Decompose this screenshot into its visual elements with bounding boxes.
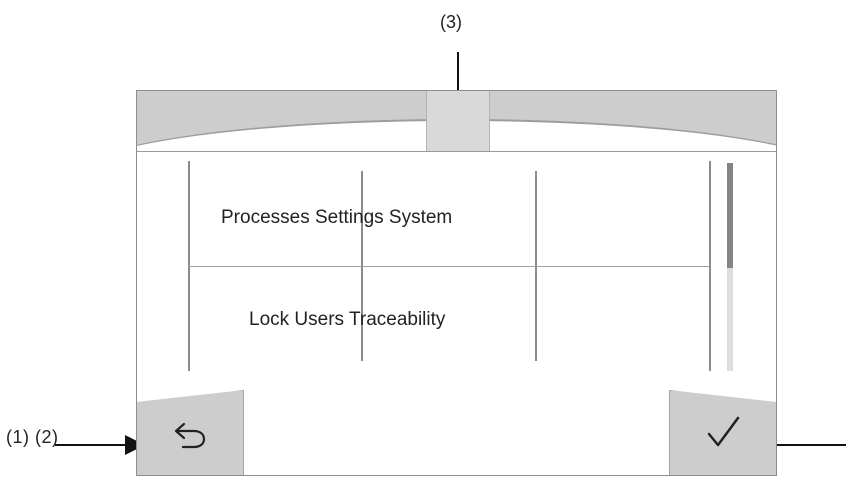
menu-row-lock-users-traceability[interactable]: Lock Users Traceability [249, 309, 446, 330]
top-tab-button[interactable] [426, 91, 490, 151]
back-button[interactable] [137, 390, 244, 475]
callout-label-3: (3) [440, 12, 462, 32]
menu-divider-horizontal [188, 266, 710, 267]
device-screen: Processes Settings System Lock Users Tra… [136, 90, 777, 476]
menu-row-processes-settings-system[interactable]: Processes Settings System [221, 207, 453, 228]
menu-divider-vertical-4 [709, 161, 711, 371]
callout-label-1-2: (1) (2) [6, 427, 59, 447]
confirm-button[interactable] [669, 390, 776, 475]
scrollbar-thumb[interactable] [727, 163, 733, 268]
checkmark-icon [707, 416, 740, 447]
back-arrow-icon [174, 422, 206, 449]
top-bar [137, 91, 776, 152]
